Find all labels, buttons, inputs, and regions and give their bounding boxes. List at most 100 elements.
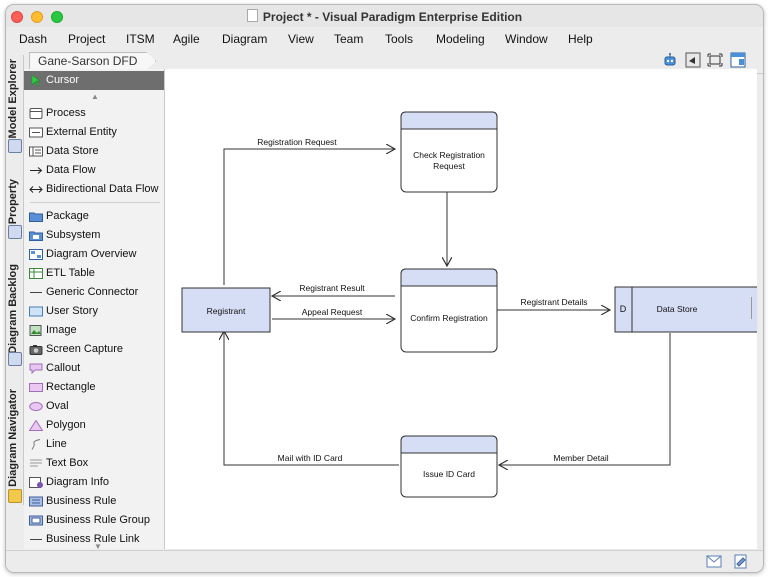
flow-label-appeal-request: Appeal Request [302, 307, 363, 317]
title-bar: Project * - Visual Paradigm Enterprise E… [6, 5, 763, 27]
palette-subsystem[interactable]: Subsystem [24, 226, 164, 245]
process-label: Issue ID Card [423, 469, 475, 479]
callout-icon [29, 363, 43, 374]
dfd-diagram: Registration Request Registrant Result A… [181, 111, 757, 498]
palette-polygon[interactable]: Polygon [24, 416, 164, 435]
palette-label: Generic Connector [46, 286, 139, 298]
minimize-window-button[interactable] [31, 11, 43, 23]
palette-label: Bidirectional Data Flow [46, 183, 159, 195]
palette-label: Subsystem [46, 229, 101, 241]
business-rule-group-icon [29, 515, 43, 526]
flow-registration-request[interactable] [223, 149, 395, 285]
fit-diagram-icon[interactable] [707, 52, 723, 68]
palette-oval[interactable]: Oval [24, 397, 164, 416]
menu-tools[interactable]: Tools [385, 32, 414, 46]
palette-cursor[interactable]: Cursor [24, 71, 164, 90]
palette-scroll-down-icon[interactable]: ▼ [94, 542, 102, 549]
palette-business-rule[interactable]: Business Rule [24, 492, 164, 511]
datastore-label: Data Store [657, 304, 698, 314]
mail-icon[interactable] [706, 555, 722, 572]
palette-scroll-up-icon[interactable]: ▲ [91, 92, 99, 101]
model-explorer-icon [8, 139, 22, 153]
menu-itsm[interactable]: ITSM [126, 32, 155, 46]
menu-dash[interactable]: Dash [19, 32, 48, 46]
side-tab-diagram-navigator[interactable]: Diagram Navigator [6, 385, 23, 505]
menu-agile[interactable]: Agile [173, 32, 200, 46]
side-tab-label: Model Explorer [7, 59, 19, 139]
palette-external-entity[interactable]: External Entity [24, 123, 164, 142]
diagram-backlog-icon [8, 352, 22, 366]
data-store-icon [29, 146, 43, 157]
announce-icon[interactable] [685, 52, 701, 68]
palette-package[interactable]: Package [24, 207, 164, 226]
datastore-id: D [620, 304, 627, 314]
side-tab-model-explorer[interactable]: Model Explorer [6, 55, 23, 155]
palette-callout[interactable]: Callout [24, 359, 164, 378]
menu-help[interactable]: Help [568, 32, 593, 46]
palette-diagram-overview[interactable]: Diagram Overview [24, 245, 164, 264]
process-icon [29, 108, 43, 119]
app-window: Project * - Visual Paradigm Enterprise E… [5, 4, 764, 573]
palette-business-rule-link[interactable]: Business Rule Link [24, 530, 164, 549]
process-label-line: Request [433, 161, 465, 171]
menu-window[interactable]: Window [505, 32, 548, 46]
diagram-toolbar-palette: Cursor ▲ Process External Entity Data St… [24, 69, 165, 549]
palette-label: External Entity [46, 126, 117, 138]
palette-image[interactable]: Image [24, 321, 164, 340]
status-bar [6, 550, 763, 572]
canvas-resize-handle[interactable] [751, 297, 757, 319]
palette-rectangle[interactable]: Rectangle [24, 378, 164, 397]
zoom-window-button[interactable] [51, 11, 63, 23]
palette-generic-connector[interactable]: Generic Connector [24, 283, 164, 302]
palette-label: Callout [46, 362, 81, 374]
palette-diagram-info[interactable]: Diagram Info [24, 473, 164, 492]
palette-label: Data Flow [46, 164, 96, 176]
palette-etl-table[interactable]: ETL Table [24, 264, 164, 283]
external-entity-icon [29, 127, 43, 138]
palette-label: Polygon [46, 419, 86, 431]
palette-business-rule-group[interactable]: Business Rule Group [24, 511, 164, 530]
flow-mail-with-id-card[interactable] [224, 331, 399, 466]
menu-modeling[interactable]: Modeling [436, 32, 485, 46]
palette-text-box[interactable]: Text Box [24, 454, 164, 473]
menu-project[interactable]: Project [68, 32, 106, 46]
palette-data-store[interactable]: Data Store [24, 142, 164, 161]
palette-line[interactable]: Line [24, 435, 164, 454]
notes-icon[interactable] [734, 554, 748, 572]
entity-label: Registrant [207, 306, 246, 316]
palette-data-flow[interactable]: Data Flow [24, 161, 164, 180]
flow-label-member-detail: Member Detail [553, 453, 608, 463]
camera-icon [29, 345, 43, 355]
image-icon [29, 325, 42, 336]
folder-icon [29, 212, 43, 222]
menu-diagram[interactable]: Diagram [222, 32, 268, 46]
side-tab-property[interactable]: Property [6, 175, 23, 240]
palette-bidirectional-data-flow[interactable]: Bidirectional Data Flow [24, 180, 164, 199]
process-confirm-registration[interactable]: Confirm Registration [400, 268, 498, 353]
side-tab-diagram-backlog[interactable]: Diagram Backlog [6, 260, 23, 370]
diagram-navigator-icon [8, 489, 22, 503]
palette-user-story[interactable]: User Story [24, 302, 164, 321]
palette-label: Line [46, 438, 67, 450]
diagram-canvas[interactable]: Registration Request Registrant Result A… [165, 69, 757, 549]
cursor-icon [31, 75, 41, 86]
palette-label: Package [46, 210, 89, 222]
flow-member-detail[interactable] [499, 333, 671, 465]
menu-team[interactable]: Team [334, 32, 364, 46]
robot-icon[interactable] [662, 52, 678, 68]
palette-label: Cursor [46, 74, 80, 86]
palette-process[interactable]: Process [24, 104, 164, 123]
palette-label: Process [46, 107, 86, 119]
entity-registrant[interactable]: Registrant [181, 287, 271, 333]
menu-bar: Dash Project ITSM Agile Diagram View Tea… [6, 29, 763, 49]
process-issue-id-card[interactable]: Issue ID Card [400, 435, 498, 498]
menu-view[interactable]: View [288, 32, 314, 46]
diagram-breadcrumb-tab[interactable]: Gane-Sarson DFD [29, 52, 157, 70]
side-tab-label: Property [7, 179, 19, 225]
panel-layout-icon[interactable] [730, 52, 746, 68]
close-window-button[interactable] [11, 11, 23, 23]
palette-screen-capture[interactable]: Screen Capture [24, 340, 164, 359]
datastore-data-store[interactable]: D Data Store [614, 286, 757, 333]
palette-label: Rectangle [46, 381, 96, 393]
